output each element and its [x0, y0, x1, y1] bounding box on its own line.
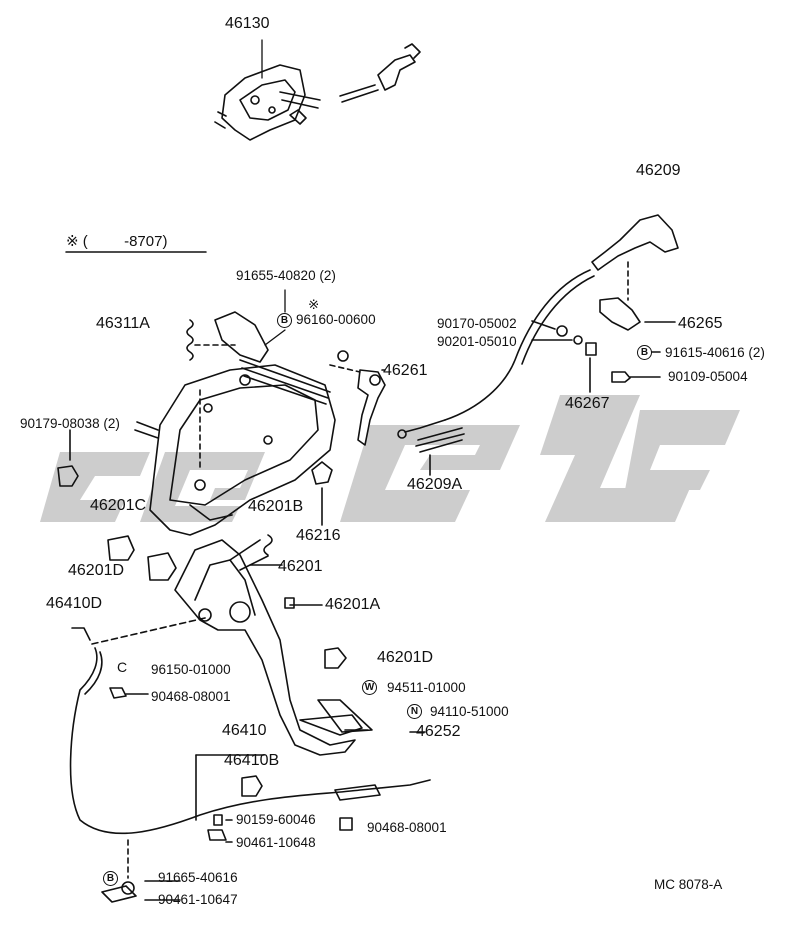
- badge-n-94110: N: [407, 704, 422, 719]
- label-46410b: 46410B: [224, 752, 280, 769]
- label-46252: 46252: [416, 723, 461, 740]
- spring-46311a: [186, 319, 194, 361]
- bracket-assembly: [134, 311, 336, 536]
- label-46267: 46267: [565, 395, 610, 412]
- badge-b-91665: B: [103, 871, 118, 886]
- spring-46201b: [263, 534, 273, 556]
- label-46201: 46201: [278, 558, 323, 575]
- label-91655-40820: 91655-40820 (2): [236, 268, 336, 283]
- label-90468-08001-b: 90468-08001: [367, 820, 447, 835]
- watermark-logo: [40, 395, 740, 522]
- label-46265: 46265: [678, 315, 723, 332]
- linework: [57, 39, 679, 903]
- label-94110-51000: 94110-51000: [430, 704, 509, 719]
- badge-b-91655: B: [277, 313, 292, 328]
- badge-b-91615: B: [637, 345, 652, 360]
- label-46410d: 46410D: [46, 595, 103, 612]
- label-90159-60046: 90159-60046: [236, 812, 316, 827]
- label-46201d-left: 46201D: [68, 562, 125, 579]
- clip-46267: [585, 342, 597, 356]
- label-46209a: 46209A: [407, 476, 463, 493]
- label-94511-01000: 94511-01000: [387, 680, 466, 695]
- range-note-open: (: [82, 233, 88, 250]
- label-90109-05004: 90109-05004: [668, 369, 748, 384]
- label-90201-05010: 90201-05010: [437, 334, 517, 349]
- label-46201b: 46201B: [248, 498, 304, 515]
- badge-w-94511: W: [362, 680, 377, 695]
- label-91665-40616: 91665-40616: [158, 870, 238, 885]
- label-46216: 46216: [296, 527, 341, 544]
- label-91615-40616: 91615-40616 (2): [665, 345, 765, 360]
- label-46311a: 46311A: [96, 315, 150, 332]
- label-46130: 46130: [225, 15, 270, 32]
- boot-46410b: [241, 775, 263, 797]
- label-46201c: 46201C: [90, 497, 147, 514]
- range-note-close: -8707): [124, 233, 168, 250]
- bushing-46201d-left: [147, 552, 177, 581]
- cable-46209: [397, 214, 679, 439]
- label-96160-00600: 96160-00600: [296, 312, 376, 327]
- label-90461-10648: 90461-10648: [236, 835, 316, 850]
- bracket-46265: [599, 297, 641, 331]
- lever-46261: [329, 350, 386, 446]
- spring-46209a: [415, 427, 465, 453]
- label-46410: 46410: [222, 722, 267, 739]
- diagram-code: MC 8078-A: [654, 877, 723, 892]
- boot-46216: [311, 461, 333, 485]
- bushing-46201c: [107, 535, 135, 561]
- part-46130-assembly: [214, 39, 421, 141]
- bushing-46201d-right: [324, 647, 347, 669]
- label-90179-08038: 90179-08038 (2): [20, 416, 120, 431]
- label-46261: 46261: [383, 362, 428, 379]
- label-90468-08001-a: 90468-08001: [151, 689, 231, 704]
- label-90170-05002: 90170-05002: [437, 316, 517, 331]
- bolt-90179: [57, 465, 79, 487]
- label-46201a: 46201A: [325, 596, 381, 613]
- label-46201d-right: 46201D: [377, 649, 434, 666]
- label-46209: 46209: [636, 162, 681, 179]
- label-90461-10647: 90461-10647: [158, 892, 238, 907]
- range-note: ※ ( -8707): [66, 232, 167, 250]
- range-note-mark: ※: [66, 233, 79, 250]
- star-96160: ※: [308, 297, 320, 312]
- cable-46410: [69, 617, 431, 879]
- label-96150-01000: 96150-01000: [151, 662, 231, 677]
- pedal-46201: [174, 539, 373, 756]
- symbol-c-96150: C: [117, 659, 128, 675]
